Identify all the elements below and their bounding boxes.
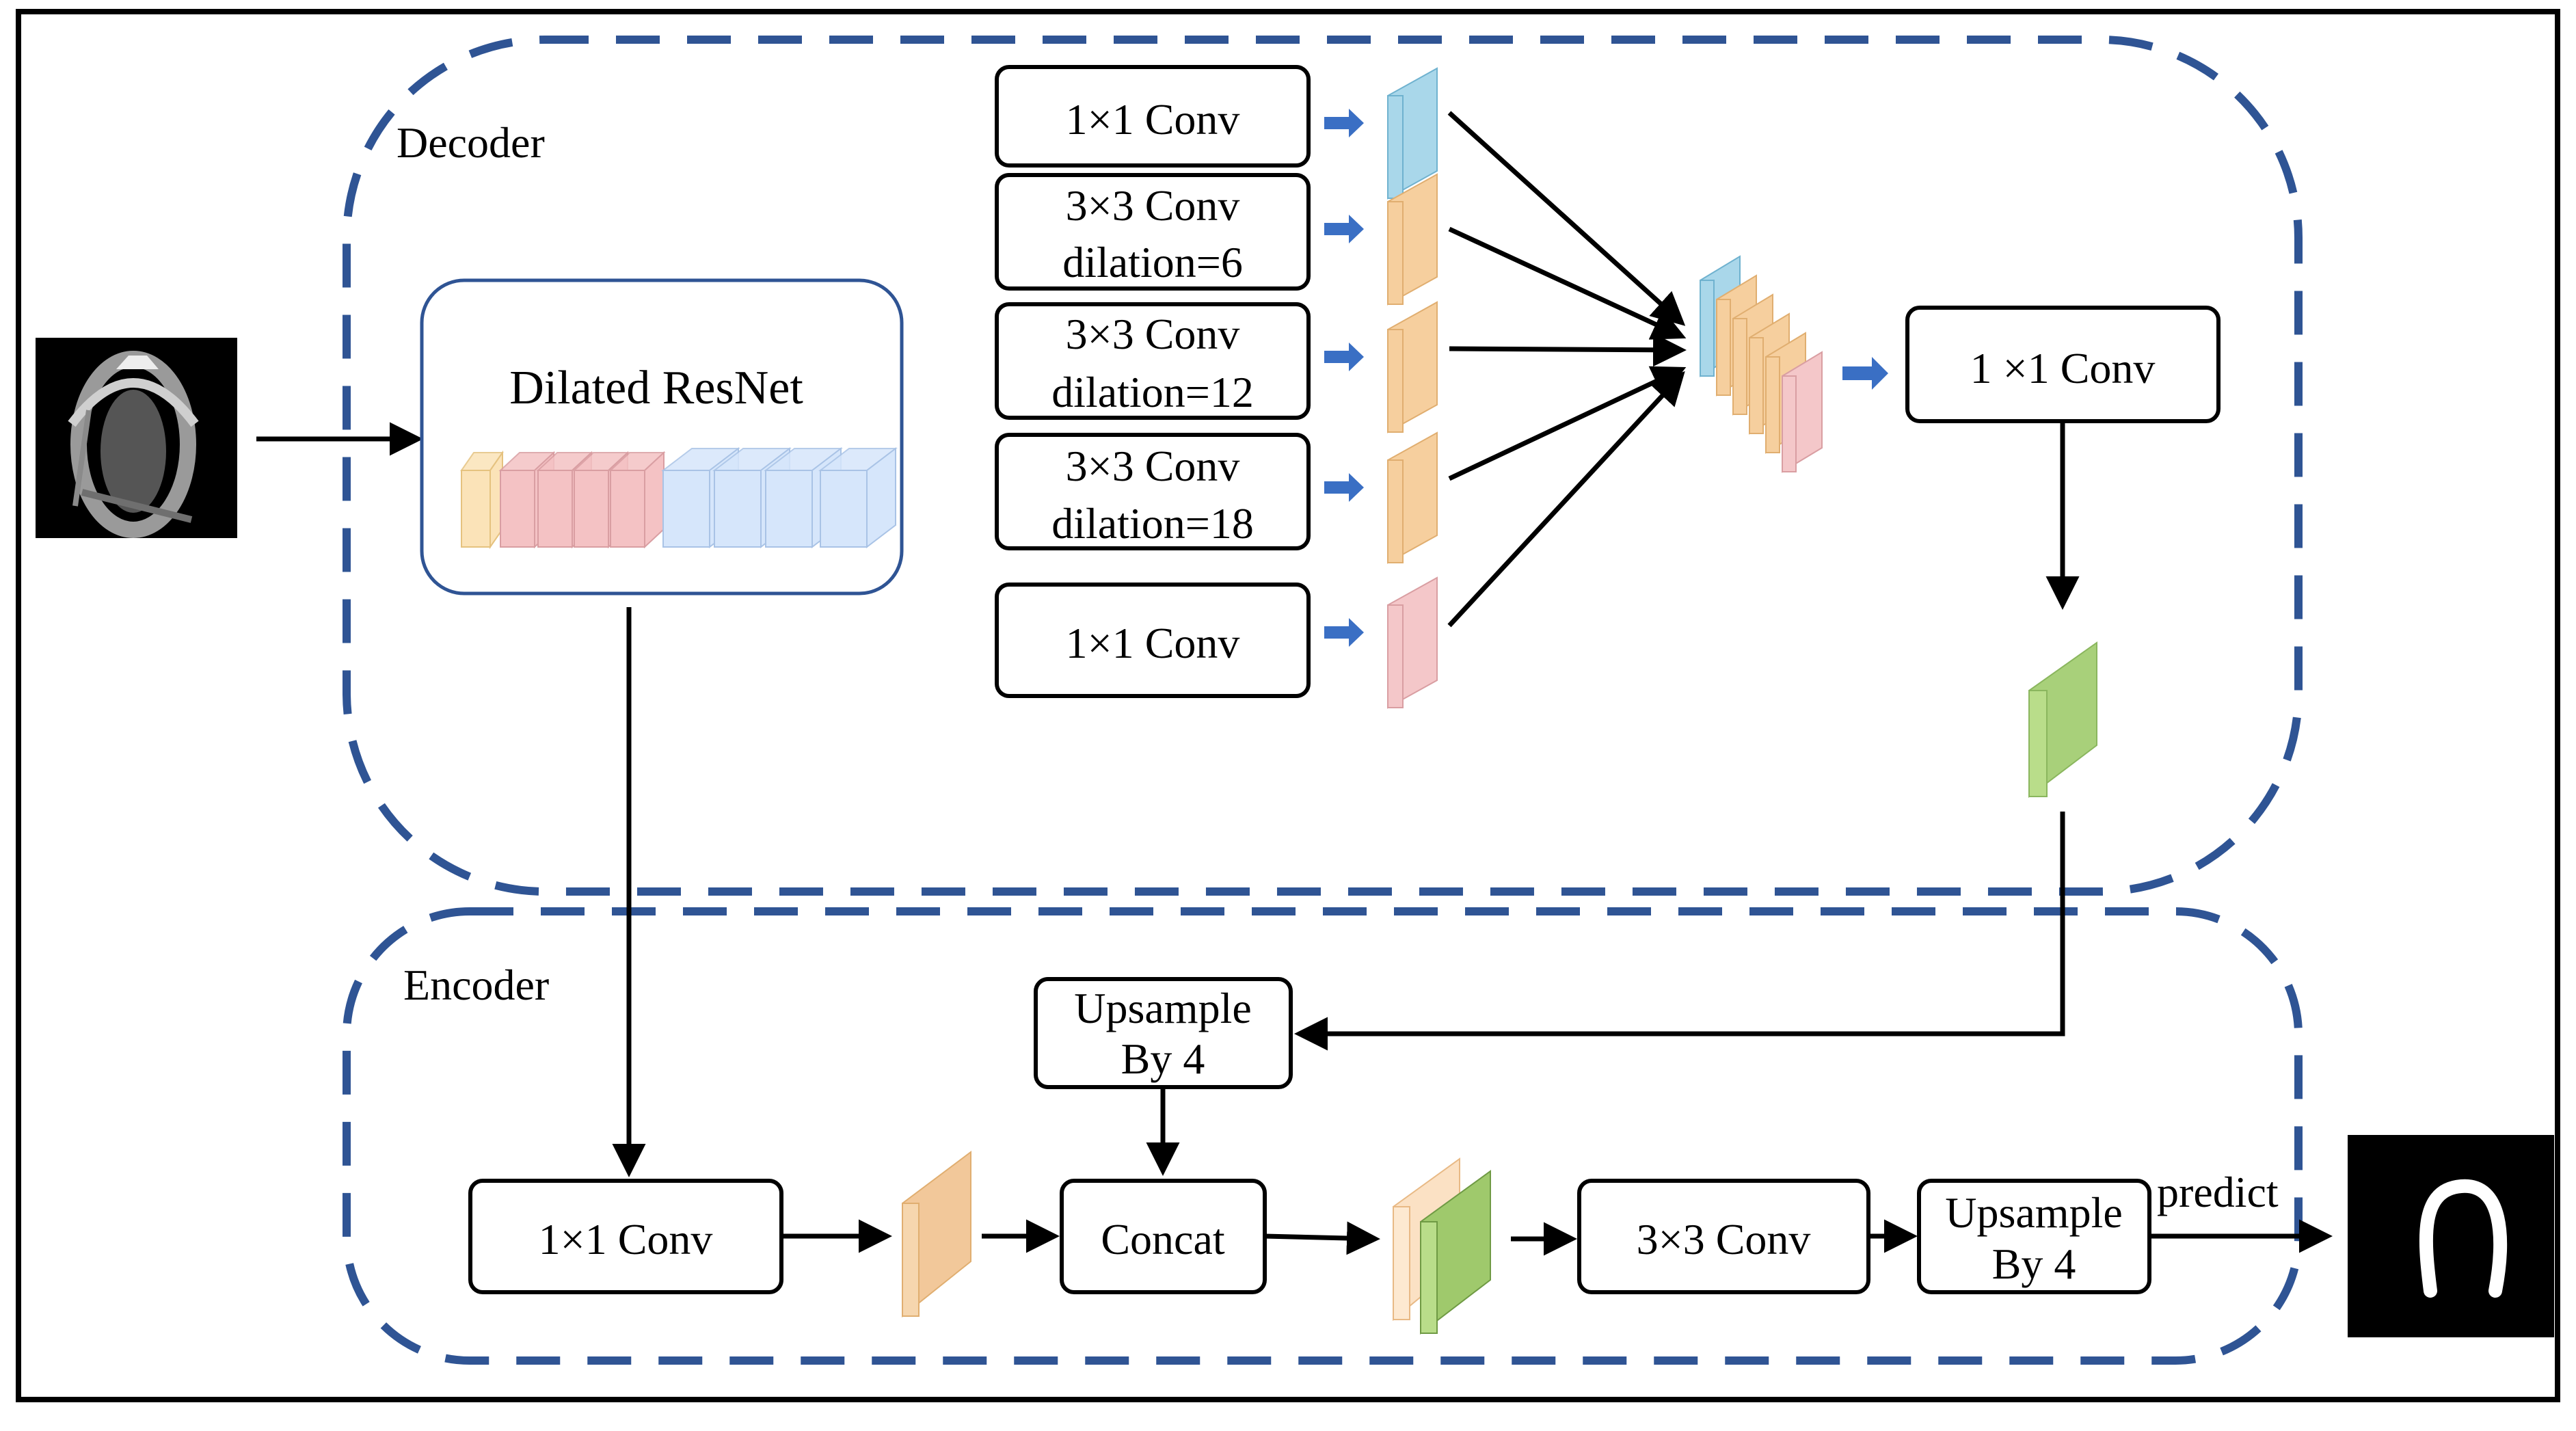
backbone-block-pink xyxy=(608,451,666,549)
fuse-conv-box xyxy=(1905,306,2221,423)
backbone-block-blue xyxy=(818,446,898,549)
upsample-2-box: Upsample By 4 xyxy=(1917,1179,2151,1294)
ultrasound-scan-icon xyxy=(36,338,237,538)
aspp-branch4-line2: dilation=18 xyxy=(1051,499,1254,548)
branch-feature-map xyxy=(1387,431,1438,564)
aspp-branch-dilation-18: 3×3 Conv dilation=18 xyxy=(995,433,1311,550)
encoder-region xyxy=(343,907,2303,1365)
encoder-section-label: Encoder xyxy=(403,961,549,1009)
aspp-branch2-line1: 3×3 Conv xyxy=(1066,181,1240,230)
encoder-3x3-conv-box: 3×3 Conv xyxy=(1577,1179,1870,1294)
branch-feature-map xyxy=(1387,576,1438,709)
aspp-branch-dilation-6: 3×3 Conv dilation=6 xyxy=(995,173,1311,291)
segmentation-mask-icon xyxy=(2348,1135,2554,1337)
upsample-1-line1: Upsample xyxy=(1074,984,1252,1032)
fuse-conv-label: 1 ×1 Conv xyxy=(1970,344,2156,392)
blue-arrow-icon xyxy=(1324,215,1364,243)
blue-arrow-icon xyxy=(1324,618,1364,647)
concat-label: Concat xyxy=(1101,1215,1225,1263)
aspp-branch-features xyxy=(1324,67,1438,709)
branch-feature-map xyxy=(1387,173,1438,306)
aspp-branch2-line2: dilation=6 xyxy=(1062,238,1243,286)
blue-arrow-icon xyxy=(1324,473,1364,502)
concat-to-stack-arrow xyxy=(1264,1221,1380,1255)
aspp-branch3-line2: dilation=12 xyxy=(1051,368,1254,416)
aspp-branch4-line1: 3×3 Conv xyxy=(1066,442,1240,490)
upsample-1-box: Upsample By 4 xyxy=(1034,977,1293,1089)
aspp-branch3-line1: 3×3 Conv xyxy=(1066,310,1240,358)
upsample-2-line1: Upsample xyxy=(1945,1188,2123,1237)
aspp-concat-stack xyxy=(1700,255,1823,473)
decoder-region xyxy=(343,36,2303,896)
outer-frame xyxy=(16,9,2560,1402)
decoder-section-label: Decoder xyxy=(397,118,545,167)
decoder-to-upsample-path xyxy=(1294,812,2065,1051)
aspp-merge-arrows xyxy=(1447,111,1687,628)
branch-feature-map xyxy=(1387,301,1438,433)
concat-feature-stack xyxy=(1393,1158,1491,1335)
encoder-low-level-feature xyxy=(902,1151,971,1318)
aspp-branch1-label: 1×1 Conv xyxy=(1066,95,1240,144)
backbone-title: Dilated ResNet xyxy=(509,362,803,414)
encoder-1x1-conv-box: 1×1 Conv xyxy=(468,1179,783,1294)
blue-arrow-icon xyxy=(1324,109,1364,137)
to-fuse-arrow xyxy=(1842,357,1888,390)
backbone-block-yellow xyxy=(460,450,504,550)
upsample-2-line2: By 4 xyxy=(1992,1240,2076,1288)
concat-box: Concat xyxy=(1060,1179,1267,1294)
aspp-branch-image-pool-conv: 1×1 Conv xyxy=(995,583,1311,698)
aspp-branch-1x1-conv: 1×1 Conv xyxy=(995,65,1311,168)
blue-arrow-icon xyxy=(1324,343,1364,371)
aspp-branch-dilation-12: 3×3 Conv dilation=12 xyxy=(995,302,1311,420)
upsample-1-line2: By 4 xyxy=(1121,1034,1205,1083)
decoder-output-feature xyxy=(2028,641,2097,799)
backbone-feature-blocks xyxy=(460,446,898,550)
predict-label: predict xyxy=(2157,1168,2279,1216)
concat-layer xyxy=(1782,351,1823,473)
aspp-branch5-label: 1×1 Conv xyxy=(1066,619,1240,667)
encoder-conv1-label: 1×1 Conv xyxy=(539,1215,713,1263)
encoder-conv3-label: 3×3 Conv xyxy=(1637,1215,1811,1263)
